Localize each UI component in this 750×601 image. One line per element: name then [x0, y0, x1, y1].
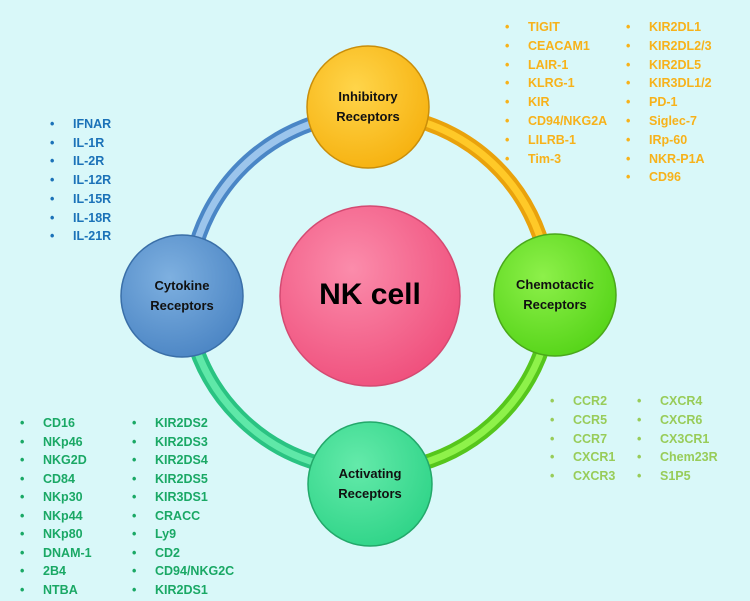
list-item: Chem23R — [637, 448, 718, 467]
list-item: Tim-3 — [505, 150, 607, 169]
inhibitory-receptors-label-line2: Receptors — [336, 109, 400, 124]
activating-receptor-list-col2: KIR2DS2 KIR2DS3 KIR2DS4 KIR2DS5 KIR3DS1 … — [132, 414, 234, 599]
cytokine-receptors-label-line1: Cytokine — [154, 278, 210, 293]
list-item: CD16 — [20, 414, 92, 433]
ring-arc-cytokine-inhibitory-highlight — [188, 116, 326, 263]
inhibitory-receptor-list-col2: KIR2DL1 KIR2DL2/3 KIR2DL5 KIR3DL1/2 PD-1… — [626, 18, 712, 187]
inhibitory-receptor-list-col1: TIGIT CEACAM1 LAIR-1 KLRG-1 KIR CD94/NKG… — [505, 18, 607, 168]
list-item: 2B4 — [20, 562, 92, 581]
list-item: Siglec-7 — [626, 112, 712, 131]
list-item: CD94/NKG2A — [505, 112, 607, 131]
list-item: CXCR6 — [637, 411, 718, 430]
chemotactic-receptor-list-col2: CXCR4 CXCR6 CX3CR1 Chem23R S1P5 — [637, 392, 718, 486]
activating-receptor-list-col1: CD16 NKp46 NKG2D CD84 NKp30 NKp44 NKp80 … — [20, 414, 92, 599]
activating-receptors-label: Activating Receptors — [310, 463, 430, 505]
list-item: IRp-60 — [626, 131, 712, 150]
list-item: CCR2 — [550, 392, 615, 411]
list-item: CXCR3 — [550, 467, 615, 486]
list-item: KIR2DS2 — [132, 414, 234, 433]
list-item: PD-1 — [626, 93, 712, 112]
list-item: KIR2DL1 — [626, 18, 712, 37]
list-item: NKp80 — [20, 525, 92, 544]
list-item: IL-2R — [50, 152, 111, 171]
list-item: CCR5 — [550, 411, 615, 430]
list-item: KIR — [505, 93, 607, 112]
list-item: IL-21R — [50, 227, 111, 246]
chemotactic-receptors-circle — [493, 233, 617, 357]
list-item: KIR2DL5 — [626, 56, 712, 75]
list-item: KIR2DS1 — [132, 581, 234, 600]
list-item: NKG2D — [20, 451, 92, 470]
list-item: CD94/NKG2C — [132, 562, 234, 581]
list-item: CEACAM1 — [505, 37, 607, 56]
cytokine-receptors-label-line2: Receptors — [150, 298, 214, 313]
ring-arc-chemotactic-activating-highlight — [419, 334, 550, 468]
list-item: NKp46 — [20, 433, 92, 452]
list-item: IFNAR — [50, 115, 111, 134]
list-item: NKR-P1A — [626, 150, 712, 169]
list-item: NKp44 — [20, 507, 92, 526]
list-item: KIR2DS3 — [132, 433, 234, 452]
inhibitory-receptors-circle — [306, 45, 430, 169]
nk-cell-circle — [279, 205, 461, 387]
list-item: IL-15R — [50, 190, 111, 209]
list-item: CD96 — [626, 168, 712, 187]
list-item: CXCR1 — [550, 448, 615, 467]
list-item: DNAM-1 — [20, 544, 92, 563]
list-item: S1P5 — [637, 467, 718, 486]
list-item: KIR3DL1/2 — [626, 74, 712, 93]
list-item: IL-18R — [50, 209, 111, 228]
list-item: LILRB-1 — [505, 131, 607, 150]
chemotactic-receptor-list-col1: CCR2 CCR5 CCR7 CXCR1 CXCR3 — [550, 392, 615, 486]
list-item: NKp30 — [20, 488, 92, 507]
nk-cell-label: NK cell — [319, 278, 421, 311]
list-item: KIR3DS1 — [132, 488, 234, 507]
list-item: KLRG-1 — [505, 74, 607, 93]
list-item: KIR2DL2/3 — [626, 37, 712, 56]
list-item: LAIR-1 — [505, 56, 607, 75]
list-item: CD2 — [132, 544, 234, 563]
list-item: CX3CR1 — [637, 430, 718, 449]
activating-receptors-label-line1: Activating — [338, 466, 402, 481]
list-item: CRACC — [132, 507, 234, 526]
inhibitory-receptors-label: Inhibitory Receptors — [308, 86, 428, 128]
list-item: IL-12R — [50, 171, 111, 190]
activating-receptors-circle — [307, 421, 433, 547]
list-item: TIGIT — [505, 18, 607, 37]
list-item: IL-1R — [50, 134, 111, 153]
ring-arc-activating-cytokine-highlight — [188, 334, 321, 468]
inhibitory-receptors-label-line1: Inhibitory — [338, 89, 398, 104]
cytokine-receptor-list: IFNAR IL-1R IL-2R IL-12R IL-15R IL-18R I… — [50, 115, 111, 246]
list-item: NTBA — [20, 581, 92, 600]
cytokine-receptors-circle — [120, 234, 244, 358]
list-item: CCR7 — [550, 430, 615, 449]
list-item: CD84 — [20, 470, 92, 489]
activating-receptors-label-line2: Receptors — [338, 486, 402, 501]
list-item: CXCR4 — [637, 392, 718, 411]
chemotactic-receptors-label-line2: Receptors — [523, 297, 587, 312]
list-item: Ly9 — [132, 525, 234, 544]
list-item: KIR2DS4 — [132, 451, 234, 470]
chemotactic-receptors-label: Chemotactic Receptors — [495, 274, 615, 316]
cytokine-receptors-label: Cytokine Receptors — [122, 275, 242, 317]
chemotactic-receptors-label-line1: Chemotactic — [515, 277, 595, 292]
list-item: KIR2DS5 — [132, 470, 234, 489]
